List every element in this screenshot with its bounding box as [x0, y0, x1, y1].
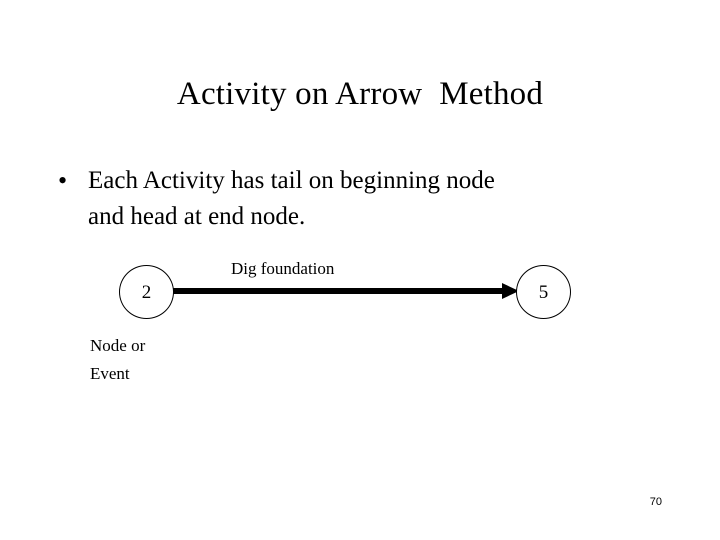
list-item: • Each Activity has tail on beginning no…: [52, 163, 652, 235]
bullet-item-text: Each Activity has tail on beginning node…: [88, 163, 652, 235]
activity-label: Dig foundation: [231, 259, 335, 278]
page-number: 70: [649, 496, 662, 508]
bullet-list: • Each Activity has tail on beginning no…: [52, 163, 652, 235]
node-label-2: 2: [141, 281, 152, 303]
node-label-5: 5: [538, 281, 549, 303]
node-caption-line-1: Node or: [90, 336, 146, 355]
bullet-line-2: and head at end node.: [88, 203, 306, 230]
network-node-5: 5: [516, 265, 571, 319]
bullet-line-1: Each Activity has tail on beginning node: [88, 167, 495, 194]
node-caption-line-2: Event: [90, 364, 130, 383]
page-title: Activity on Arrow Method: [176, 76, 544, 112]
node-or-event-annotation: Node or Event: [90, 332, 145, 388]
bullet-point-icon: •: [58, 166, 68, 195]
network-node-2: 2: [119, 265, 174, 319]
